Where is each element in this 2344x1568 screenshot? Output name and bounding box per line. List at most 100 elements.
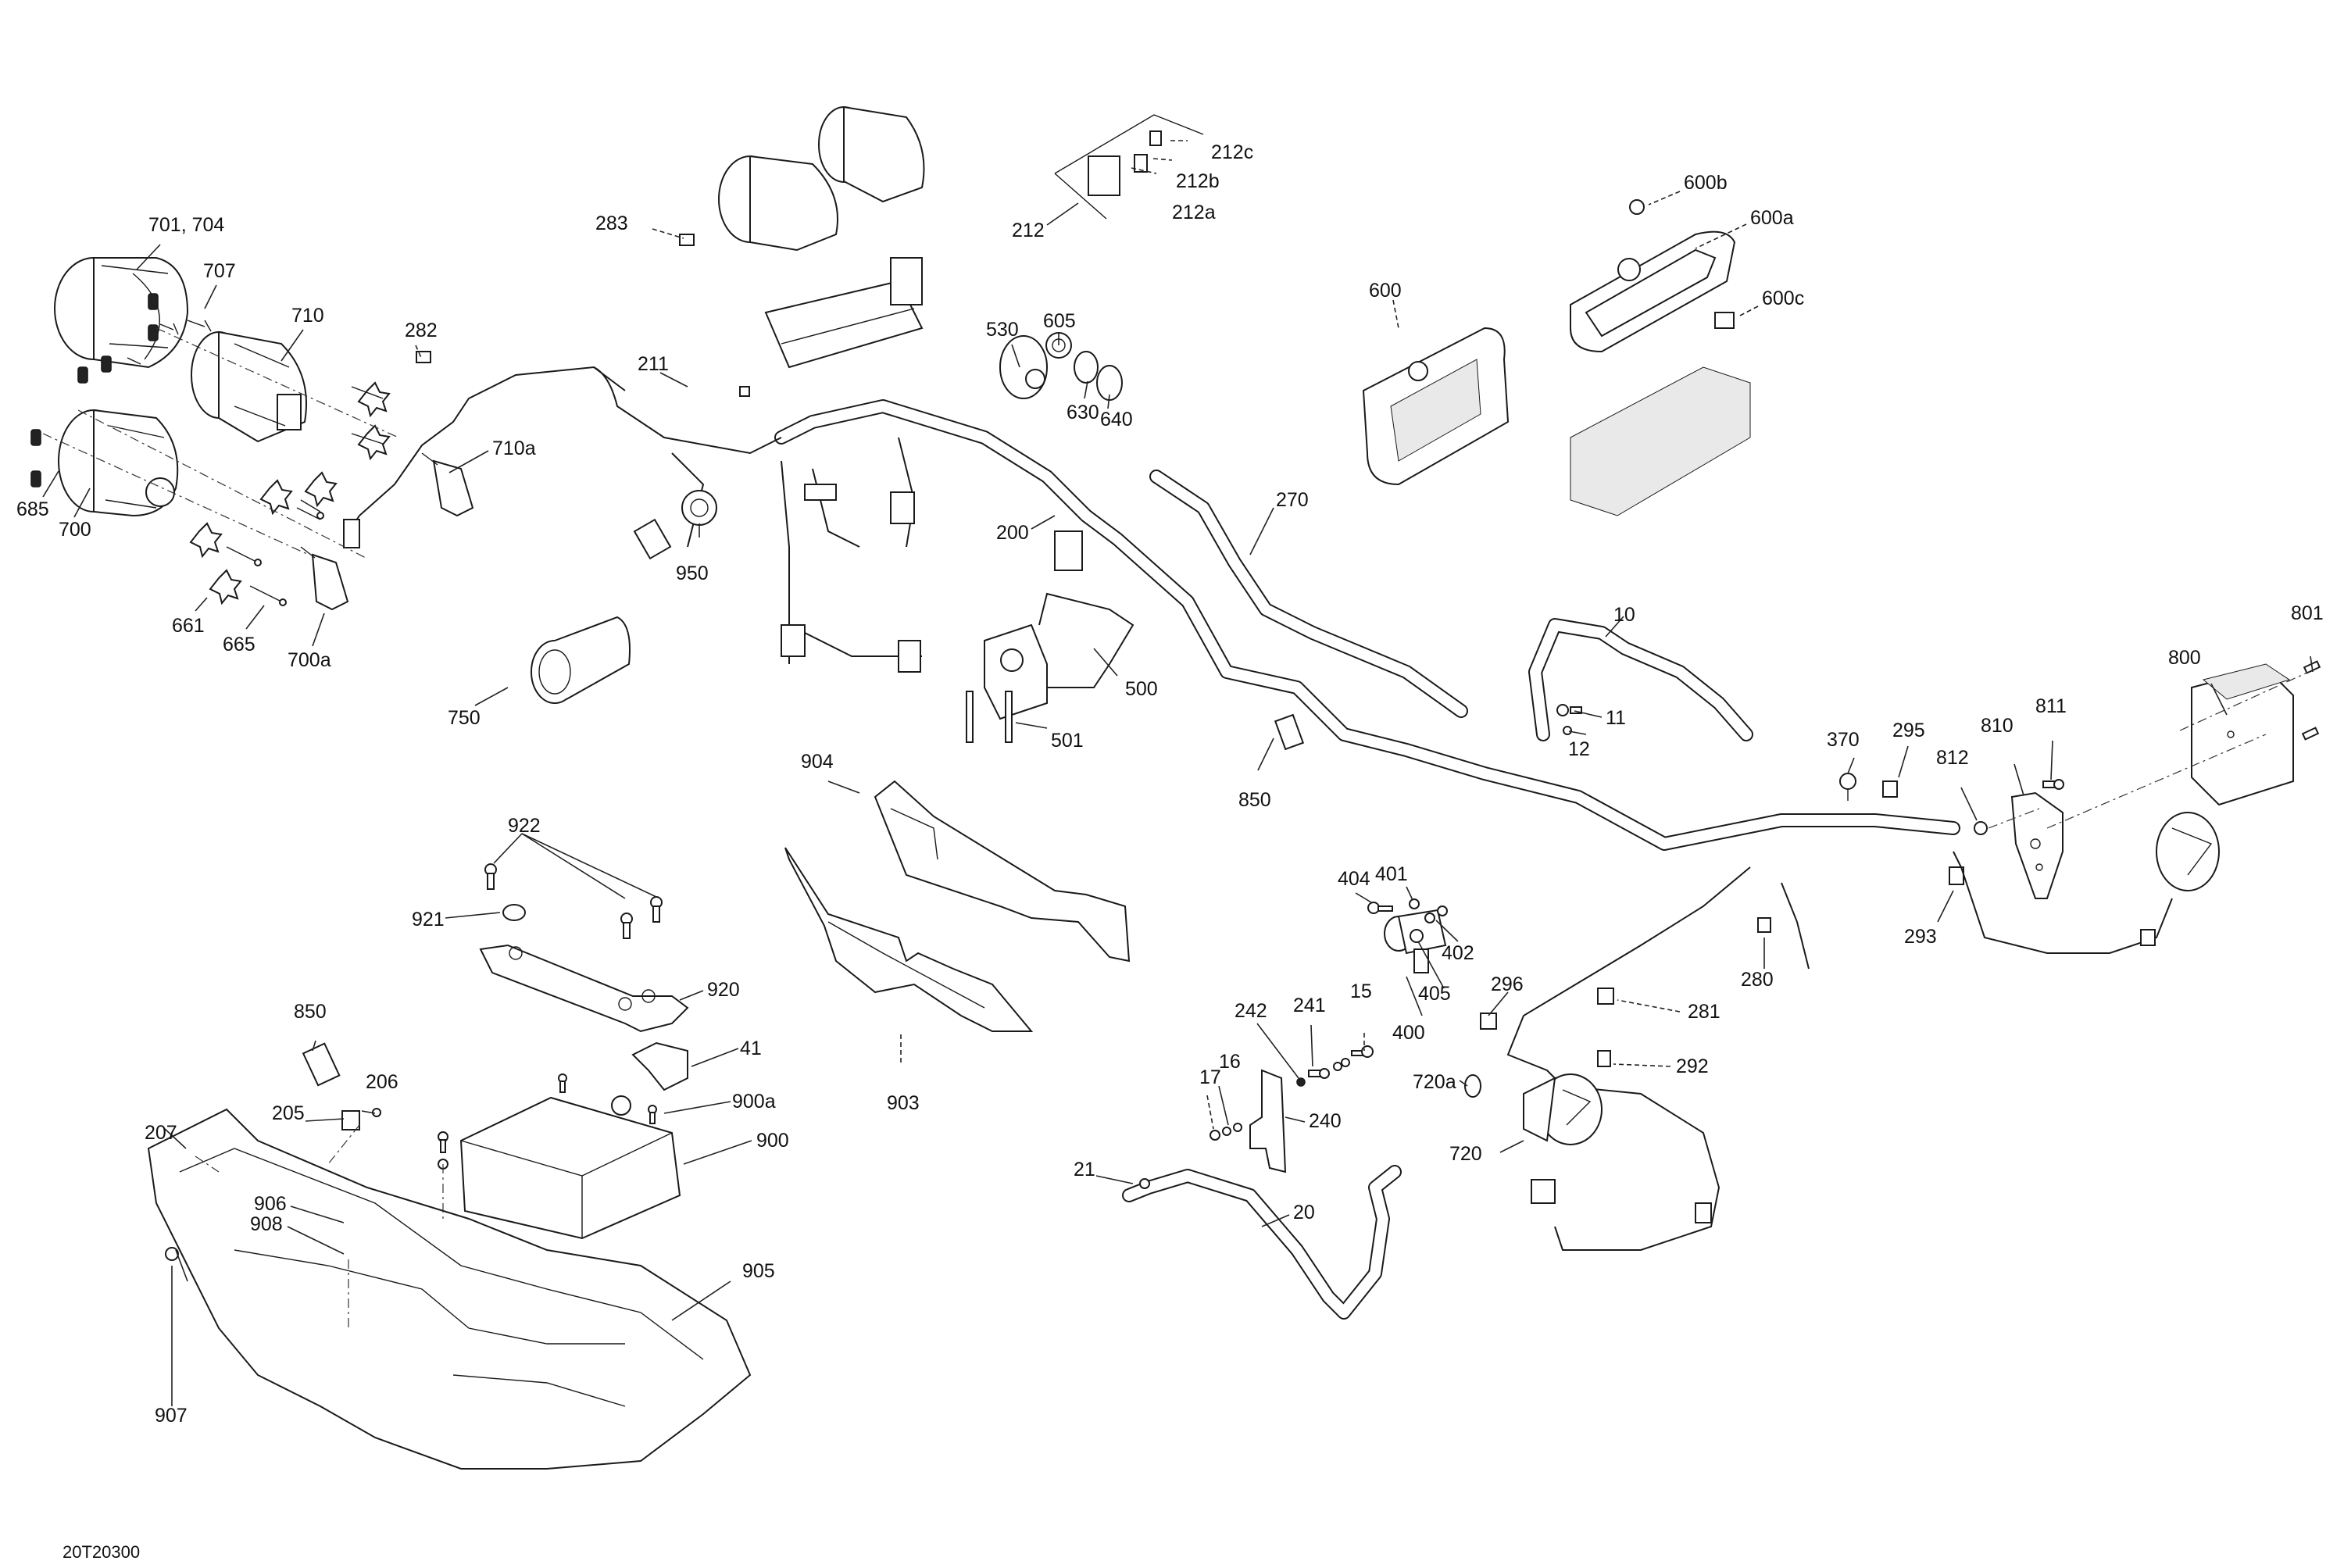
callout-710[interactable]: 710 (291, 305, 324, 327)
fuse-box-base-icon[interactable] (1570, 366, 1751, 516)
callout-20[interactable]: 20 (1293, 1202, 1315, 1223)
callout-212c[interactable]: 212c (1211, 141, 1253, 163)
callout-41[interactable]: 41 (740, 1038, 762, 1059)
callout-710a[interactable]: 710a (492, 438, 536, 459)
washer-icon[interactable] (1296, 1077, 1306, 1087)
screw-icon[interactable] (127, 320, 212, 365)
push-rivet-icon[interactable] (1839, 773, 1856, 801)
callout-282[interactable]: 282 (405, 320, 438, 341)
nut-icon[interactable] (1139, 1178, 1150, 1189)
headlight-housing-icon[interactable] (54, 257, 189, 369)
callout-630[interactable]: 630 (1067, 402, 1099, 423)
callout-850-top[interactable]: 850 (1238, 789, 1271, 811)
headlight-housing-icon[interactable] (58, 409, 179, 517)
callout-211[interactable]: 211 (638, 353, 669, 375)
nut-icon[interactable] (1210, 1130, 1220, 1141)
callout-904[interactable]: 904 (801, 751, 834, 773)
battery-icon[interactable] (459, 1096, 681, 1240)
callout-700a[interactable]: 700a (288, 649, 331, 671)
callout-292[interactable]: 292 (1676, 1055, 1709, 1077)
callout-10[interactable]: 10 (1613, 604, 1635, 626)
callout-296[interactable]: 296 (1491, 973, 1524, 995)
washer-icon[interactable] (1222, 1123, 1242, 1136)
spring-icon[interactable] (30, 293, 159, 488)
headlight-housing-icon[interactable] (718, 105, 925, 252)
callout-707[interactable]: 707 (203, 260, 236, 282)
callout-240[interactable]: 240 (1309, 1110, 1342, 1132)
callout-922[interactable]: 922 (508, 815, 541, 837)
callout-280[interactable]: 280 (1741, 969, 1774, 991)
callout-295[interactable]: 295 (1892, 720, 1925, 741)
callout-212a[interactable]: 212a (1172, 202, 1216, 223)
bolt-icon[interactable] (558, 1073, 567, 1093)
callout-205[interactable]: 205 (272, 1102, 305, 1124)
headlight-projector-icon[interactable] (191, 330, 307, 443)
callout-900a[interactable]: 900a (732, 1091, 776, 1113)
callout-600[interactable]: 600 (1369, 280, 1402, 302)
nut-icon[interactable] (1409, 898, 1448, 943)
callout-800[interactable]: 800 (2168, 647, 2201, 669)
grommet-icon[interactable] (165, 1247, 179, 1261)
voltage-regulator-icon[interactable] (2191, 663, 2294, 806)
bolt-icon[interactable] (1367, 902, 1393, 914)
callout-750[interactable]: 750 (448, 707, 481, 729)
callout-241[interactable]: 241 (1293, 995, 1326, 1016)
clip-icon[interactable] (1882, 780, 1898, 798)
callout-500[interactable]: 500 (1125, 678, 1158, 700)
callout-400[interactable]: 400 (1392, 1022, 1425, 1044)
bulb-icon[interactable] (1464, 1074, 1481, 1098)
callout-404[interactable]: 404 (1338, 868, 1370, 890)
callout-283[interactable]: 283 (595, 213, 628, 234)
callout-206[interactable]: 206 (366, 1071, 398, 1093)
bolt-icon[interactable] (1308, 1068, 1330, 1079)
handlebar-switch-icon[interactable] (984, 592, 1134, 720)
callout-903[interactable]: 903 (887, 1092, 920, 1114)
callout-640[interactable]: 640 (1100, 409, 1133, 430)
callout-402[interactable]: 402 (1442, 942, 1474, 964)
battery-strap-icon[interactable] (479, 944, 689, 1033)
callout-370[interactable]: 370 (1827, 729, 1860, 751)
bolt-icon[interactable] (2301, 727, 2320, 741)
callout-293[interactable]: 293 (1904, 926, 1937, 948)
socket-icon[interactable] (531, 616, 631, 704)
callout-207[interactable]: 207 (145, 1122, 177, 1144)
callout-212b[interactable]: 212b (1176, 170, 1220, 192)
callout-12[interactable]: 12 (1568, 738, 1590, 760)
cluster-module-icon[interactable] (764, 257, 924, 369)
cover-icon[interactable] (784, 847, 1034, 1032)
callout-21[interactable]: 21 (1074, 1159, 1095, 1180)
callout-906[interactable]: 906 (254, 1193, 287, 1215)
callout-801[interactable]: 801 (2291, 602, 2324, 624)
adjuster-screw-icon[interactable] (226, 386, 384, 606)
washer-icon[interactable] (1333, 1058, 1350, 1071)
callout-720[interactable]: 720 (1449, 1143, 1482, 1165)
clip-icon[interactable] (679, 234, 695, 246)
bolt-icon[interactable] (2042, 779, 2064, 790)
callout-15[interactable]: 15 (1350, 980, 1372, 1002)
callout-281[interactable]: 281 (1688, 1001, 1720, 1023)
callout-405[interactable]: 405 (1418, 983, 1451, 1005)
power-outlet-icon[interactable] (681, 490, 717, 526)
callout-908[interactable]: 908 (250, 1213, 283, 1235)
callout-720a[interactable]: 720a (1413, 1071, 1456, 1093)
callout-600b[interactable]: 600b (1684, 172, 1728, 194)
cable-icon[interactable] (1528, 618, 1753, 741)
callout-605[interactable]: 605 (1043, 310, 1076, 332)
clip-icon[interactable] (1597, 1050, 1611, 1067)
callout-600c[interactable]: 600c (1762, 288, 1804, 309)
callout-907[interactable]: 907 (155, 1405, 188, 1427)
light-icon[interactable] (2156, 812, 2220, 891)
callout-685[interactable]: 685 (16, 498, 49, 520)
callout-921[interactable]: 921 (412, 909, 445, 930)
nut-icon[interactable] (502, 904, 526, 921)
wiring-harness-icon[interactable] (774, 399, 1960, 851)
washer-icon[interactable] (1563, 726, 1572, 735)
bolt-icon[interactable] (438, 1131, 448, 1153)
star-knob-icon[interactable] (189, 381, 391, 605)
bracket-icon[interactable] (2010, 791, 2064, 899)
bolt-icon[interactable] (1556, 704, 1582, 716)
callout-701-704[interactable]: 701, 704 (148, 214, 224, 236)
screw-icon[interactable] (966, 691, 1013, 743)
fuse-box-icon[interactable] (1362, 327, 1510, 486)
clip-icon[interactable] (1757, 917, 1771, 933)
